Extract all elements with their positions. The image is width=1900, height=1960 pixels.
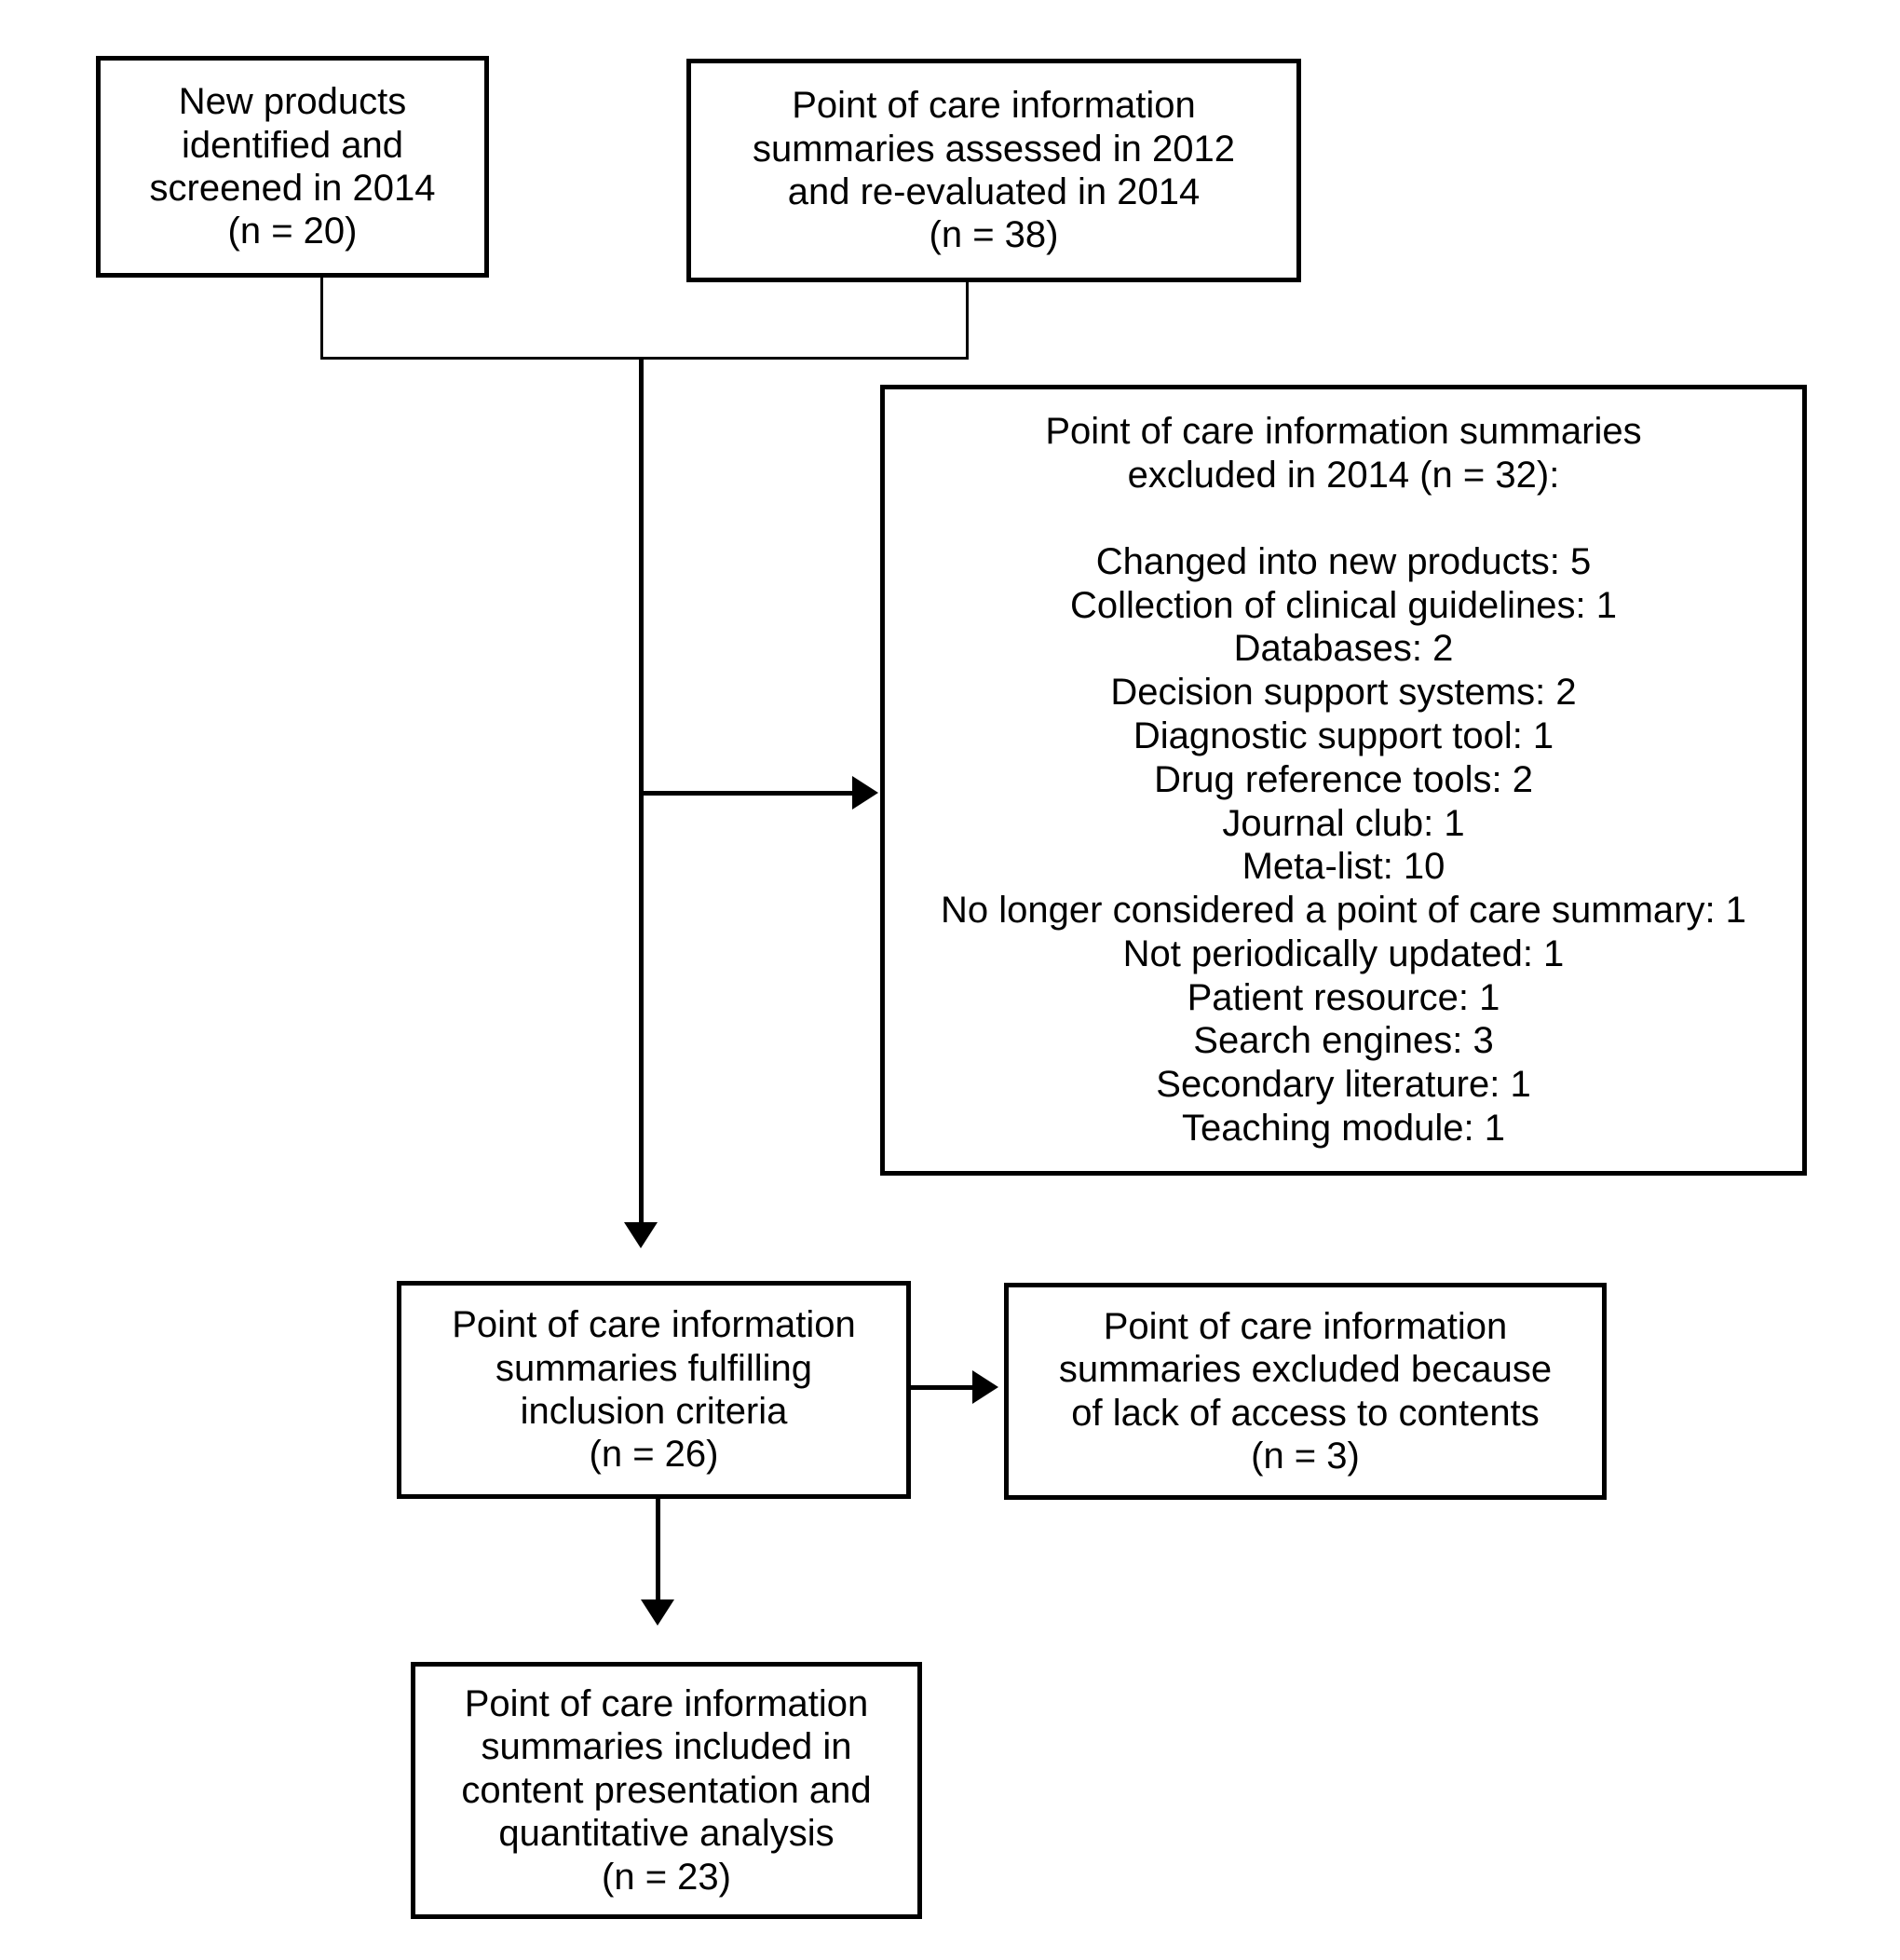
connector-to-final (656, 1499, 660, 1601)
box-summaries-assessed: Point of care information summaries asse… (686, 59, 1301, 282)
box-excluded-no-access: Point of care information summaries excl… (1004, 1283, 1607, 1500)
excluded-item: Search engines: 3 (1193, 1020, 1494, 1062)
box-summaries-assessed-text: Point of care information summaries asse… (752, 85, 1236, 256)
box-new-products-text: New products identified and screened in … (149, 81, 436, 252)
arrow-head-down-to-inclusion (624, 1222, 658, 1248)
arrow-head-down-to-final (641, 1599, 674, 1626)
box-inclusion-criteria: Point of care information summaries fulf… (397, 1281, 911, 1499)
box-final-included-text: Point of care information summaries incl… (461, 1683, 872, 1898)
excluded-item: Decision support systems: 2 (1110, 672, 1577, 714)
excluded-item: Drug reference tools: 2 (1154, 758, 1533, 800)
excluded-item: Diagnostic support tool: 1 (1133, 715, 1554, 756)
connector-join-horizontal (320, 357, 969, 360)
arrow-head-right-to-no-access (972, 1370, 998, 1404)
excluded-item: Not periodically updated: 1 (1122, 932, 1565, 974)
box-excluded-2014: Point of care information summaries excl… (880, 385, 1807, 1176)
excluded-item: Teaching module: 1 (1182, 1108, 1505, 1150)
excluded-2014-title: Point of care information summaries excl… (1045, 411, 1642, 496)
connector-to-no-access (911, 1385, 974, 1390)
connector-right-drop (966, 280, 969, 360)
excluded-item: Journal club: 1 (1222, 802, 1465, 844)
excluded-item: No longer considered a point of care sum… (941, 890, 1746, 932)
excluded-item: Collection of clinical guidelines: 1 (1070, 584, 1617, 626)
box-final-included: Point of care information summaries incl… (411, 1662, 922, 1919)
box-new-products: New products identified and screened in … (96, 56, 489, 278)
connector-left-drop (320, 276, 323, 360)
connector-branch-to-excluded (639, 791, 854, 796)
excluded-item: Secondary literature: 1 (1156, 1064, 1531, 1106)
box-inclusion-criteria-text: Point of care information summaries fulf… (452, 1304, 856, 1476)
excluded-item: Patient resource: 1 (1187, 976, 1500, 1018)
box-excluded-no-access-text: Point of care information summaries excl… (1058, 1305, 1553, 1477)
excluded-item: Changed into new products: 5 (1095, 540, 1592, 582)
arrow-head-right-to-excluded (852, 776, 878, 810)
excluded-item: Meta-list: 10 (1242, 846, 1445, 888)
excluded-item: Databases: 2 (1233, 628, 1454, 670)
